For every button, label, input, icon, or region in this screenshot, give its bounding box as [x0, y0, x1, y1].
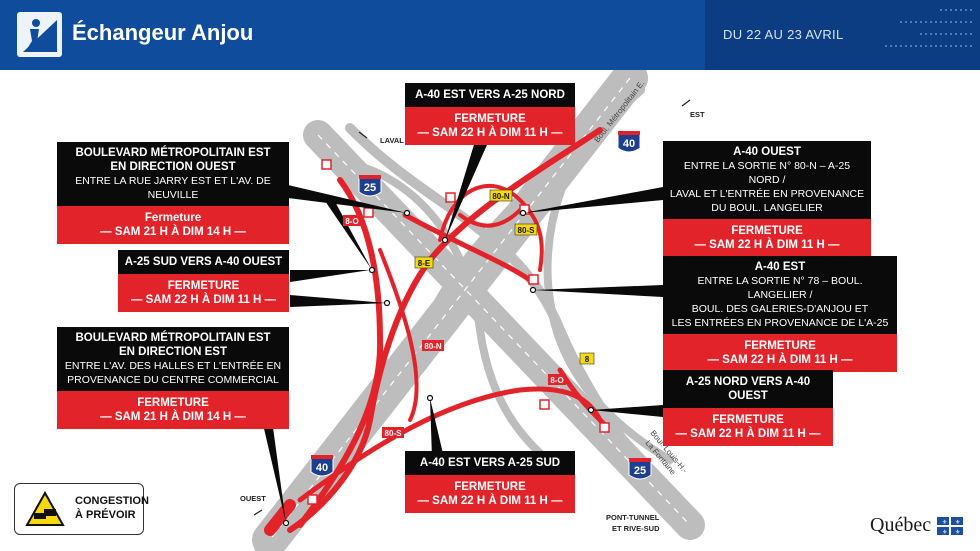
roadwork-icon	[17, 12, 62, 57]
exit-tag: 80-S	[518, 226, 536, 235]
exit-tag: 8-O	[345, 217, 358, 226]
callout-sub: PROVENANCE DU CENTRE COMMERCIAL	[67, 374, 279, 386]
svg-text:⚜: ⚜	[942, 529, 947, 535]
closure-label: FERMETURE	[744, 340, 816, 352]
callout-head-line: EN DIRECTION OUEST	[110, 161, 236, 173]
callout-head: BOULEVARD MÉTROPOLITAIN EST EN DIRECTION…	[57, 142, 289, 206]
callout-foot: FERMETURE — SAM 22 H À DIM 11 H —	[663, 408, 833, 446]
callout-metropolitain-ouest: BOULEVARD MÉTROPOLITAIN EST EN DIRECTION…	[57, 142, 289, 244]
callout-sub: LES ENTRÉES EN PROVENANCE DE L'A-25	[671, 317, 889, 329]
svg-text:40: 40	[316, 462, 328, 474]
exit-tag: 80-S	[385, 429, 403, 438]
congestion-line: CONGESTION	[75, 495, 149, 507]
callout-foot: FERMETURE — SAM 22 H À DIM 11 H —	[405, 475, 575, 513]
callout-head: A-40 EST ENTRE LA SORTIE N° 78 – BOUL. L…	[663, 256, 897, 334]
exit-tag: 80-N	[492, 192, 510, 201]
closure-label: FERMETURE	[712, 414, 784, 426]
callout-head: A-25 SUD VERS A-40 OUEST	[118, 250, 289, 274]
a40-shield-bottom: 40	[310, 455, 334, 477]
callout-foot: FERMETURE — SAM 22 H À DIM 11 H —	[663, 334, 897, 372]
callout-foot: FERMETURE — SAM 21 H À DIM 14 H —	[57, 391, 289, 429]
quebec-logo-text: Québec	[870, 514, 932, 536]
callout-head: A-40 EST VERS A-25 SUD	[405, 451, 575, 475]
header-bar: DU 22 AU 23 AVRIL Échangeur Anjou	[0, 0, 980, 70]
callout-head-line: A-40 OUEST	[733, 146, 801, 158]
closure-time: — SAM 21 H À DIM 14 H —	[100, 411, 246, 423]
interchange-map: 80-N 80-S 8-E 8-O 80-N 8 8-O 80-S 40 25 …	[240, 70, 705, 551]
exit-tag: 8-E	[418, 259, 431, 268]
closure-label: FERMETURE	[454, 113, 526, 125]
callout-head: A-25 NORD VERS A-40 OUEST	[663, 370, 833, 408]
callout-foot: FERMETURE — SAM 22 H À DIM 11 H —	[118, 274, 289, 312]
a40-shield-top: 40	[617, 131, 641, 153]
callout-sub: LAVAL ET L'ENTRÉE EN PROVENANCE	[669, 188, 865, 200]
callout-a25nord-a40ouest: A-25 NORD VERS A-40 OUEST FERMETURE — SAM…	[663, 370, 833, 446]
closure-time: — SAM 22 H À DIM 11 H —	[707, 354, 853, 366]
callout-a40-ouest: A-40 OUEST ENTRE LA SORTIE N° 80-N – A-2…	[663, 141, 871, 257]
callout-pointers	[262, 138, 663, 523]
direction-laval: LAVAL	[380, 136, 404, 145]
exit-tag: 8	[585, 355, 590, 364]
callout-a25sud-a40ouest: A-25 SUD VERS A-40 OUEST FERMETURE — SAM …	[118, 250, 289, 312]
callout-metropolitain-est: BOULEVARD MÉTROPOLITAIN EST EN DIRECTION…	[57, 327, 289, 429]
callout-sub: ENTRE LA SORTIE N° 78 – BOUL. LANGELIER …	[697, 275, 863, 301]
closure-time: — SAM 22 H À DIM 11 H —	[675, 428, 821, 440]
congestion-line: À PRÉVOIR	[75, 509, 136, 521]
callout-head-line: A-40 EST	[754, 261, 806, 273]
closure-label: FERMETURE	[454, 481, 526, 493]
svg-text:25: 25	[634, 465, 646, 477]
callout-head-line: BOULEVARD MÉTROPOLITAIN EST	[75, 332, 271, 344]
date-panel: DU 22 AU 23 AVRIL	[705, 0, 980, 70]
direction-pont-tunnel: PONT-TUNNEL	[606, 513, 660, 522]
decorative-dots	[885, 9, 975, 47]
closure-time: — SAM 22 H À DIM 11 H —	[417, 127, 563, 139]
closure-markers	[307, 159, 610, 505]
callout-head: BOULEVARD MÉTROPOLITAIN EST EN DIRECTION…	[57, 327, 289, 391]
closure-time: — SAM 22 H À DIM 11 H —	[417, 495, 563, 507]
congestion-warning-icon	[25, 491, 65, 526]
callout-foot: Fermeture — SAM 21 H À DIM 14 H —	[57, 206, 289, 244]
callout-sub: DU BOUL. LANGELIER	[711, 202, 823, 214]
quebec-flag-icon: ⚜ ⚜ ⚜ ⚜	[937, 517, 963, 535]
svg-text:⚜: ⚜	[955, 529, 960, 535]
callout-head-line: EN DIRECTION EST	[119, 346, 227, 358]
direction-rive-sud: ET RIVE-SUD	[612, 524, 660, 533]
svg-text:40: 40	[623, 138, 635, 150]
closure-label: FERMETURE	[731, 225, 803, 237]
congestion-legend: CONGESTION À PRÉVOIR	[14, 483, 149, 535]
exit-tag: 80-N	[424, 342, 442, 351]
closure-label: Fermeture	[144, 212, 202, 224]
closure-time: — SAM 21 H À DIM 14 H —	[100, 226, 246, 238]
closure-label: FERMETURE	[137, 397, 209, 409]
callout-head: A-40 OUEST ENTRE LA SORTIE N° 80-N – A-2…	[663, 141, 871, 219]
callout-a40est-a25nord: A-40 EST VERS A-25 NORD FERMETURE — SAM 2…	[405, 83, 575, 145]
date-range: DU 22 AU 23 AVRIL	[723, 27, 844, 42]
svg-text:⚜: ⚜	[955, 519, 960, 526]
direction-est: EST	[690, 110, 705, 119]
direction-ouest: OUEST	[240, 494, 266, 503]
callout-foot: FERMETURE — SAM 22 H À DIM 11 H —	[405, 107, 575, 145]
callout-sub: BOUL. DES GALERIES-D'ANJOU ET	[691, 303, 869, 315]
callout-head-line: BOULEVARD MÉTROPOLITAIN EST	[75, 147, 271, 159]
svg-text:⚜: ⚜	[942, 519, 947, 526]
page-title: Échangeur Anjou	[72, 20, 254, 45]
exit-tags: 80-N 80-S 8-E 8-O 80-N 8 8-O 80-S	[343, 189, 595, 438]
callout-sub: ENTRE LA SORTIE N° 80-N – A-25 NORD /	[683, 160, 851, 186]
svg-text:25: 25	[364, 182, 376, 194]
callout-a40-est: A-40 EST ENTRE LA SORTIE N° 78 – BOUL. L…	[663, 256, 897, 372]
callout-a40est-a25sud: A-40 EST VERS A-25 SUD FERMETURE — SAM 22…	[405, 451, 575, 513]
callout-sub: ENTRE LA RUE JARRY EST ET L'AV. DE NEUVI…	[75, 175, 271, 201]
callout-head: A-40 EST VERS A-25 NORD	[405, 83, 575, 107]
closure-time: — SAM 22 H À DIM 11 H —	[130, 294, 277, 306]
closure-label: FERMETURE	[167, 280, 240, 292]
callout-sub: ENTRE L'AV. DES HALLES ET L'ENTRÉE EN	[64, 360, 282, 372]
closure-time: — SAM 22 H À DIM 11 H —	[694, 239, 840, 251]
congestion-label: CONGESTION À PRÉVOIR	[75, 494, 149, 522]
a25-shield-left: 25	[358, 175, 382, 197]
exit-tag: 8-O	[550, 376, 563, 385]
a25-shield-bottom: 25	[628, 458, 652, 480]
callout-foot: FERMETURE — SAM 22 H À DIM 11 H —	[663, 219, 871, 257]
